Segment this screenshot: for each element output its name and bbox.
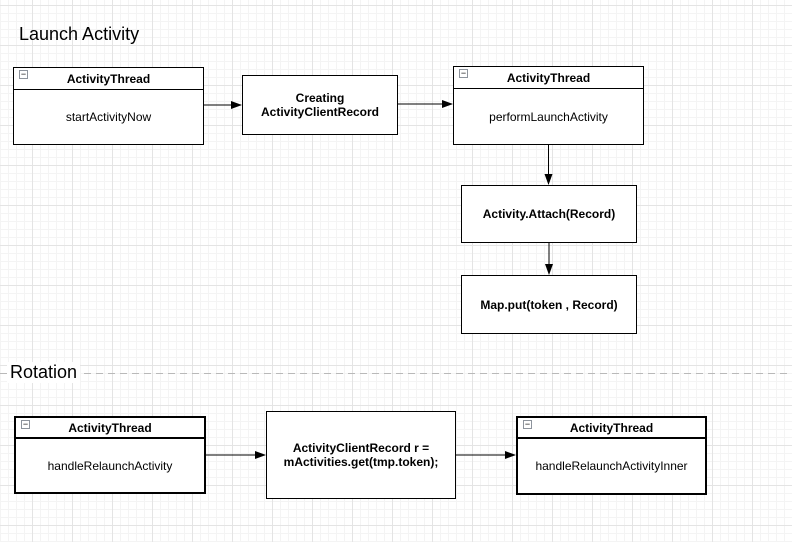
uml-class-header: − ActivityThread	[454, 67, 643, 89]
flow-node-creating-activityclientrecord[interactable]: Creating ActivityClientRecord	[242, 75, 398, 135]
uml-class-member: handleRelaunchActivityInner	[535, 459, 688, 473]
collapse-icon[interactable]: −	[19, 69, 28, 79]
section-title-launch-activity[interactable]: Launch Activity	[19, 24, 140, 44]
uml-class-title: ActivityThread	[68, 420, 152, 435]
section-title-rotation[interactable]: Rotation	[7, 362, 81, 383]
uml-class-member: startActivityNow	[65, 110, 152, 124]
collapse-icon[interactable]: −	[459, 68, 468, 78]
uml-class-header: − ActivityThread	[518, 418, 705, 439]
uml-class-title: ActivityThread	[569, 420, 654, 435]
uml-class-member: performLaunchActivity	[489, 109, 608, 124]
uml-class-activitythread-perform[interactable]: − ActivityThread performLaunchActivity	[453, 66, 644, 145]
uml-class-activitythread-handle[interactable]: − ActivityThread handleRelaunchActivity	[14, 416, 206, 494]
flow-node-activity-attach[interactable]: Activity.Attach(Record)	[461, 185, 637, 243]
flow-node-get-activityclientrecord[interactable]: ActivityClientRecord r = mActivities.get…	[266, 411, 456, 499]
uml-class-activitythread-start[interactable]: − ActivityThread startActivityNow	[13, 67, 204, 145]
uml-class-title: ActivityThread	[506, 70, 591, 85]
collapse-icon[interactable]: −	[523, 419, 532, 429]
uml-class-header: − ActivityThread	[14, 68, 203, 90]
uml-class-member: handleRelaunchActivity	[47, 458, 173, 473]
collapse-icon[interactable]: −	[21, 419, 30, 429]
uml-class-activitythread-inner[interactable]: − ActivityThread handleRelaunchActivityI…	[516, 416, 707, 495]
flow-node-map-put[interactable]: Map.put(token , Record)	[461, 275, 637, 334]
uml-class-header: − ActivityThread	[16, 418, 204, 439]
uml-class-title: ActivityThread	[66, 71, 151, 86]
